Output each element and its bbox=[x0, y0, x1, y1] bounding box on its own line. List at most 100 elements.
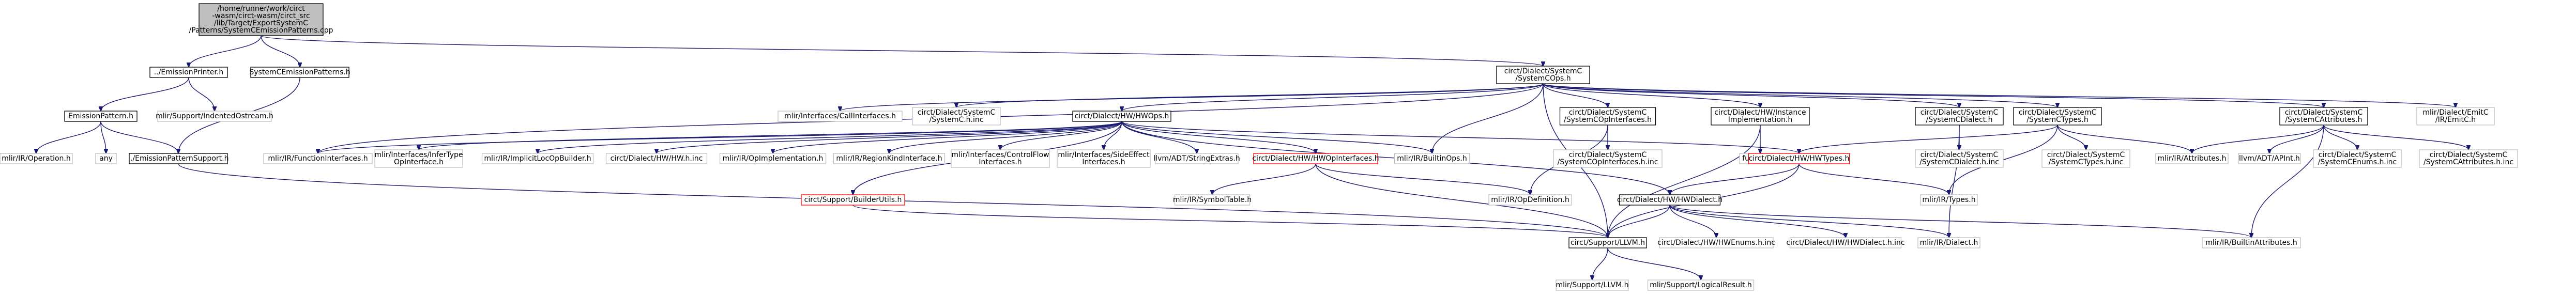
graph-node-systemcopinterfaces-h[interactable]: circt/Dialect/SystemC/SystemCOpInterface… bbox=[1559, 107, 1656, 126]
graph-node-ir-dialect: mlir/IR/Dialect.h bbox=[1917, 237, 1980, 248]
include-edge bbox=[100, 121, 178, 153]
graph-node-hwdialect-inc: circt/Dialect/HW/HWDialect.h.inc bbox=[1786, 237, 1905, 248]
node-label-line: mlir/IR/OpImplementation.h bbox=[723, 154, 824, 163]
node-label-line: Interfaces.h bbox=[979, 158, 1022, 166]
include-edge bbox=[1121, 121, 1316, 153]
include-edge bbox=[1432, 83, 1544, 153]
node-label-line: circt/Dialect/HW/HWEnums.h.inc bbox=[1657, 239, 1775, 247]
node-label-line: EmissionPattern.h bbox=[68, 112, 133, 120]
include-edge bbox=[189, 35, 262, 67]
include-edge bbox=[2323, 124, 2468, 150]
node-label-line: /SystemCDialect.h.inc bbox=[1919, 158, 1999, 166]
node-box bbox=[1253, 153, 1378, 164]
include-edge bbox=[1608, 205, 1670, 238]
graph-node-systemc-inc: circt/Dialect/SystemC/SystemC.h.inc bbox=[912, 107, 1001, 126]
graph-node-systemcdialect-h[interactable]: circt/Dialect/SystemC/SystemCDialect.h bbox=[1915, 107, 2004, 126]
graph-node-systemcenums-inc: circt/Dialect/SystemC/SystemCEnums.h.inc bbox=[2313, 149, 2402, 168]
node-label-line: mlir/Interfaces/InferType bbox=[374, 151, 463, 159]
include-edge bbox=[1608, 124, 1761, 238]
graph-node-builtinops: mlir/IR/BuiltinOps.h bbox=[1394, 153, 1470, 164]
node-label-line: mlir/Interfaces/SideEffect bbox=[1058, 151, 1150, 159]
graph-node-ir-operation: mlir/IR/Operation.h bbox=[0, 153, 73, 164]
node-label-line: circt/Dialect/SystemC bbox=[918, 108, 996, 117]
graph-node-emissionpatternsupport[interactable]: ../EmissionPatternSupport.h bbox=[128, 153, 229, 164]
node-label-line: mlir/IR/Operation.h bbox=[2, 154, 70, 163]
node-label-line: circt/Dialect/SystemC bbox=[2019, 108, 2097, 117]
node-label-line: /SystemCDialect.h bbox=[1926, 116, 1993, 124]
graph-node-systemcops-h[interactable]: circt/Dialect/SystemC/SystemCOps.h bbox=[1496, 66, 1590, 84]
include-edge bbox=[1315, 163, 1608, 238]
node-box bbox=[2202, 237, 2301, 248]
node-label-line: circt/Dialect/HW/HWOps.h bbox=[1075, 112, 1169, 120]
include-edge bbox=[1104, 121, 1122, 150]
graph-node-systemcemissionpatterns-h[interactable]: SystemCEmissionPatterns.h bbox=[249, 67, 350, 78]
graph-node-hwtypes-h[interactable]: circt/Dialect/HW/HWTypes.h bbox=[1748, 153, 1850, 164]
node-label-line: circt/Dialect/HW/Instance bbox=[1714, 108, 1806, 117]
node-box bbox=[199, 3, 324, 36]
graph-node-opdefinition: mlir/IR/OpDefinition.h bbox=[1488, 194, 1572, 206]
graph-node-hwinstanceimpl[interactable]: circt/Dialect/HW/InstanceImplementation.… bbox=[1711, 107, 1810, 126]
node-label-line: mlir/Dialect/EmitC bbox=[2422, 108, 2488, 117]
graph-node-emissionpattern-h[interactable]: EmissionPattern.h bbox=[64, 111, 138, 122]
node-label-line: /SystemC.h.inc bbox=[929, 116, 984, 124]
graph-node-systemcattributes-h[interactable]: circt/Dialect/SystemC/SystemCAttributes.… bbox=[2279, 107, 2368, 126]
graph-node-hwdialect-h[interactable]: circt/Dialect/HW/HWDialect.h bbox=[1617, 194, 1723, 206]
node-label-line: mlir/IR/SymbolTable.h bbox=[1173, 196, 1252, 204]
graph-node-attributes: mlir/IR/Attributes.h bbox=[2155, 153, 2229, 164]
node-label-line: circt/Dialect/HW/HW.h.inc bbox=[611, 154, 703, 163]
node-label-line: Implementation.h bbox=[1728, 116, 1793, 124]
node-box bbox=[1174, 194, 1251, 206]
include-edge bbox=[1669, 205, 1716, 238]
graph-node-functioninterfaces: mlir/IR/FunctionInterfaces.h bbox=[263, 153, 373, 164]
node-label-line: /IR/EmitC.h bbox=[2435, 116, 2476, 124]
graph-node-systemctypes-h[interactable]: circt/Dialect/SystemC/SystemCTypes.h bbox=[2013, 107, 2102, 126]
node-label-line: mlir/IR/Types.h bbox=[1922, 196, 1975, 204]
graph-node-opimpl: mlir/IR/OpImplementation.h bbox=[719, 153, 827, 164]
node-label-line: /Patterns/SystemCEmissionPatterns.cpp bbox=[189, 26, 333, 35]
node-box bbox=[157, 111, 272, 122]
node-label-line: mlir/Interfaces/ControlFlow bbox=[951, 151, 1049, 159]
include-edge bbox=[1121, 121, 1197, 153]
node-label-line: mlir/IR/Attributes.h bbox=[2158, 154, 2227, 163]
include-edge bbox=[188, 77, 215, 111]
graph-node-hwops-h[interactable]: circt/Dialect/HW/HWOps.h bbox=[1072, 111, 1171, 122]
graph-node-circt-llvm[interactable]: circt/Support/LLVM.h bbox=[1568, 237, 1647, 248]
node-label-line: circt/Dialect/SystemC bbox=[2285, 108, 2363, 117]
node-box bbox=[263, 153, 373, 164]
include-edge bbox=[261, 35, 1543, 66]
node-label-line: mlir/Support/IndentedOstream.h bbox=[156, 112, 273, 120]
node-box bbox=[1559, 107, 1656, 126]
node-label-line: mlir/Support/LogicalResult.h bbox=[1650, 281, 1752, 289]
node-box bbox=[2313, 149, 2402, 168]
node-box bbox=[2041, 149, 2130, 168]
include-edge bbox=[1543, 83, 1959, 107]
node-label-line: circt/Dialect/SystemC bbox=[2047, 151, 2125, 159]
node-box bbox=[129, 153, 228, 164]
node-label-line: /SystemCTypes.h.inc bbox=[2049, 158, 2123, 166]
include-edge bbox=[318, 121, 1122, 153]
include-edge bbox=[1122, 83, 1544, 111]
node-box bbox=[2155, 153, 2229, 164]
graph-node-builderutils[interactable]: circt/Support/BuilderUtils.h bbox=[801, 194, 905, 206]
node-label-line: ../EmissionPatternSupport.h bbox=[128, 154, 229, 163]
node-label-line: circt/Support/BuilderUtils.h bbox=[804, 196, 902, 204]
node-label-line: ../EmissionPrinter.h bbox=[154, 68, 224, 76]
graph-node-hwopinterfaces[interactable]: circt/Dialect/HW/HWOpInterfaces.h bbox=[1252, 153, 1379, 164]
include-edge bbox=[2057, 124, 2086, 150]
graph-node-root[interactable]: /home/runner/work/circt-wasm/circt-wasm/… bbox=[189, 3, 333, 36]
node-label-line: /SystemCAttributes.h.inc bbox=[2423, 158, 2513, 166]
node-label-line: mlir/IR/RegionKindInterface.h bbox=[836, 154, 942, 163]
node-box bbox=[778, 111, 903, 122]
include-edge bbox=[36, 121, 101, 153]
node-label-line: circt/Dialect/SystemC bbox=[2319, 151, 2397, 159]
include-edge bbox=[538, 121, 1122, 153]
include-edge bbox=[1000, 121, 1122, 150]
graph-node-stringextras: llvm/ADT/StringExtras.h bbox=[1153, 153, 1240, 164]
node-box bbox=[95, 153, 117, 164]
graph-node-emissionprinter[interactable]: ../EmissionPrinter.h bbox=[149, 67, 228, 78]
node-label-line: -wasm/circt-wasm/circt_src bbox=[212, 12, 310, 20]
node-box bbox=[64, 111, 138, 122]
node-label-line: mlir/IR/BuiltinAttributes.h bbox=[2205, 239, 2297, 247]
